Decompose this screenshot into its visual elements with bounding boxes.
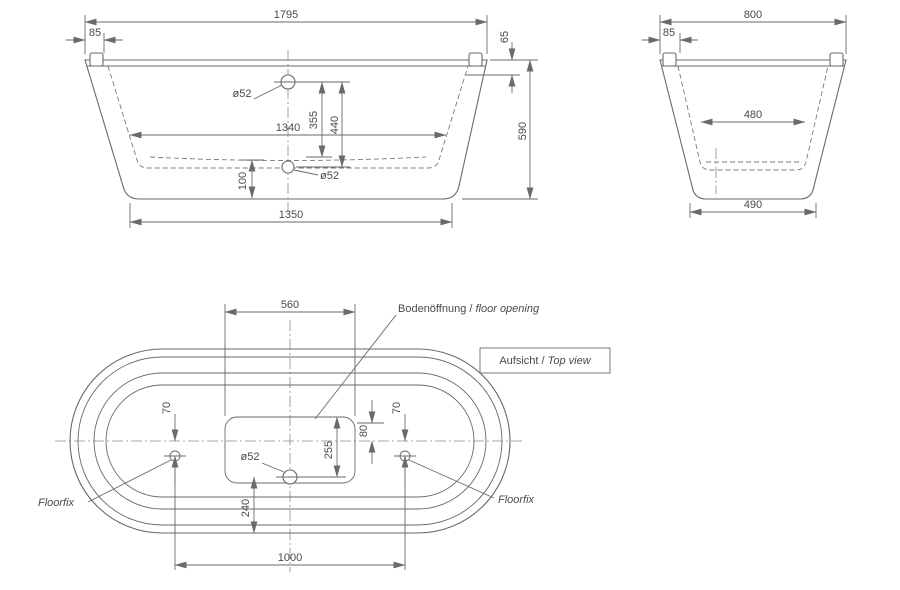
dim-sump-height: 100 [237, 172, 249, 190]
dim-inner-width-side: 480 [744, 109, 762, 121]
tub-outline-side [659, 59, 847, 200]
rim-tab-right-side [829, 52, 844, 67]
top-drain-leader [253, 84, 283, 100]
front-view-drawing: ø52 ø52 1795 85 65 590 355 440 [66, 9, 538, 228]
view-title-box [479, 347, 611, 374]
floorfix-leader-right [408, 459, 495, 499]
rim-tab-left-side [662, 52, 677, 67]
dim-drain-depth-1: 355 [308, 111, 320, 129]
view-title-de: Aufsicht / [499, 355, 547, 367]
dim-total-height: 590 [517, 122, 529, 140]
side-view-drawing: 800 85 480 490 [642, 9, 847, 218]
tub-interior-side [677, 65, 829, 171]
dim-drain-diameter-top: ø52 [241, 451, 260, 463]
dim-left-offset-side: 85 [663, 27, 675, 39]
top-view-drawing: ø52 Floorfix Floorfix 560 Bodenöffnung /… [38, 299, 611, 572]
dim-left-offset-front: 85 [89, 27, 101, 39]
dim-inner-length: 1340 [276, 122, 300, 134]
floorfix-leader-left [87, 459, 172, 503]
bottom-drain-leader [293, 169, 319, 176]
dim-rim-height: 65 [499, 31, 511, 43]
floorfix-label-right: Floorfix [498, 494, 535, 506]
tub-wall-bottom-edge [105, 384, 475, 498]
rim-tab-left-front [89, 52, 104, 67]
dim-top-drain-diameter: ø52 [233, 88, 252, 100]
tub-rim-outer [69, 348, 511, 534]
dim-bottom-length: 1350 [279, 209, 303, 221]
tub-outline-front [84, 59, 488, 200]
drain-leader-top-view [261, 462, 285, 473]
dim-drain-depth-2: 440 [329, 116, 341, 134]
dim-overall-width-front: 1795 [274, 9, 298, 21]
tub-rim-inner [77, 356, 503, 526]
dim-floorfix-spacing: 1000 [278, 552, 302, 564]
floorfix-label-left: Floorfix [38, 497, 75, 509]
dim-opening-to-drain: 255 [323, 441, 335, 459]
view-title-en: Top view [548, 355, 592, 367]
floor-opening-leader [314, 314, 397, 420]
view-title: Aufsicht / Top view [499, 355, 591, 367]
dim-drain-to-edge: 240 [240, 499, 252, 517]
floor-opening-label-en: floor opening [475, 303, 539, 315]
dim-bottom-width-side: 490 [744, 199, 762, 211]
dim-floor-opening-length: 560 [281, 299, 299, 311]
dim-floorfix-offset-left: 70 [161, 402, 173, 414]
dim-floorfix-offset-right: 70 [391, 402, 403, 414]
rim-tab-right-front [468, 52, 483, 67]
floor-opening-label: Bodenöffnung / floor opening [398, 303, 540, 315]
bottom-drain-icon [281, 160, 295, 174]
floor-opening-label-de: Bodenöffnung / [398, 303, 475, 315]
dim-overall-width-side: 800 [744, 9, 762, 21]
dim-bottom-drain-diameter: ø52 [320, 170, 339, 182]
tub-wall-top-edge [93, 372, 487, 510]
dim-opening-edge-offset: 80 [358, 425, 370, 437]
